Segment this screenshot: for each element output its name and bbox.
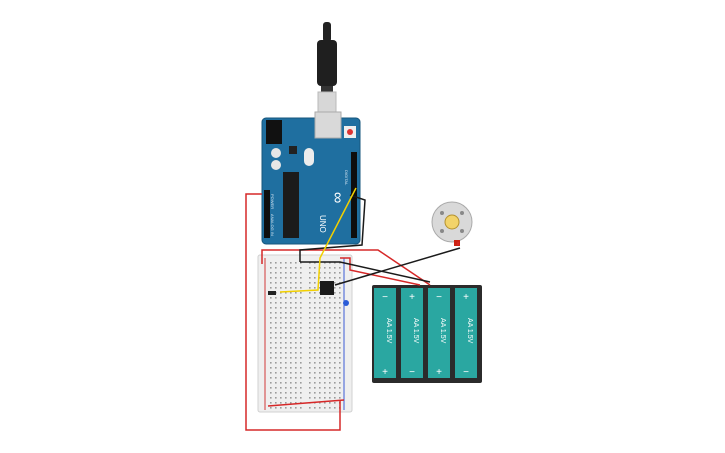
battery-cell-body <box>455 288 477 378</box>
motor-terminal[interactable] <box>454 240 460 246</box>
wire-black-motor[interactable] <box>334 247 461 286</box>
battery-pack[interactable]: − + AA 1.5V + − AA 1.5V − + AA 1.5V + − AA 1.5V <box>372 285 482 383</box>
component-lead <box>268 291 276 295</box>
arduino-board[interactable]: ∞ UNO DIGITAL ANALOG IN POWER <box>261 111 361 245</box>
battery-cell-label: AA 1.5V <box>412 318 419 344</box>
dc-motor[interactable] <box>431 201 473 246</box>
usb-cable[interactable] <box>317 22 337 119</box>
wire-red-bottom[interactable] <box>267 399 345 407</box>
battery-cell: + − AA 1.5V <box>401 288 423 378</box>
battery-cell-label: AA 1.5V <box>466 318 473 344</box>
usb-port <box>314 111 342 139</box>
blue-component[interactable] <box>343 300 349 306</box>
motor-driver-chip-icon[interactable] <box>320 281 334 295</box>
battery-cell-label: AA 1.5V <box>385 318 392 344</box>
breadboard[interactable] <box>257 254 353 413</box>
wire-black-mid[interactable] <box>300 261 431 283</box>
board-label: UNO <box>318 215 327 233</box>
analog-label: ANALOG IN <box>270 214 275 236</box>
power-header[interactable] <box>264 190 270 238</box>
microcontroller-chip <box>283 172 299 238</box>
wires[interactable] <box>245 187 461 431</box>
battery-cell: + − AA 1.5V <box>455 288 477 378</box>
battery-cell: − + AA 1.5V <box>428 288 450 378</box>
capacitor <box>271 160 281 170</box>
battery-cell: − + AA 1.5V <box>374 288 396 378</box>
battery-top-sign: − <box>382 292 388 303</box>
battery-cell-body <box>428 288 450 378</box>
battery-top-sign: + <box>463 292 469 303</box>
power-label: POWER <box>270 194 275 209</box>
power-jack <box>266 120 282 144</box>
wire-red-left[interactable] <box>245 193 341 431</box>
battery-bottom-sign: + <box>382 367 388 378</box>
crystal-oscillator <box>304 148 314 166</box>
small-chip <box>289 146 297 154</box>
battery-bottom-sign: − <box>409 367 415 378</box>
battery-cell-body <box>374 288 396 378</box>
wire-red-top[interactable] <box>261 249 431 286</box>
capacitor <box>271 148 281 158</box>
battery-bottom-sign: + <box>436 367 442 378</box>
battery-cell-body <box>401 288 423 378</box>
reset-button-cap <box>347 129 353 135</box>
battery-bottom-sign: − <box>463 367 469 378</box>
battery-top-sign: + <box>409 292 415 303</box>
battery-cell-label: AA 1.5V <box>439 318 446 344</box>
battery-top-sign: − <box>436 292 442 303</box>
wire-black-top[interactable] <box>299 194 366 262</box>
arduino-logo: ∞ <box>329 192 346 203</box>
motor-shaft-icon <box>444 214 460 230</box>
digital-label: DIGITAL <box>344 170 349 186</box>
digital-header[interactable] <box>351 152 357 238</box>
wire-yellow-signal[interactable] <box>279 187 357 293</box>
